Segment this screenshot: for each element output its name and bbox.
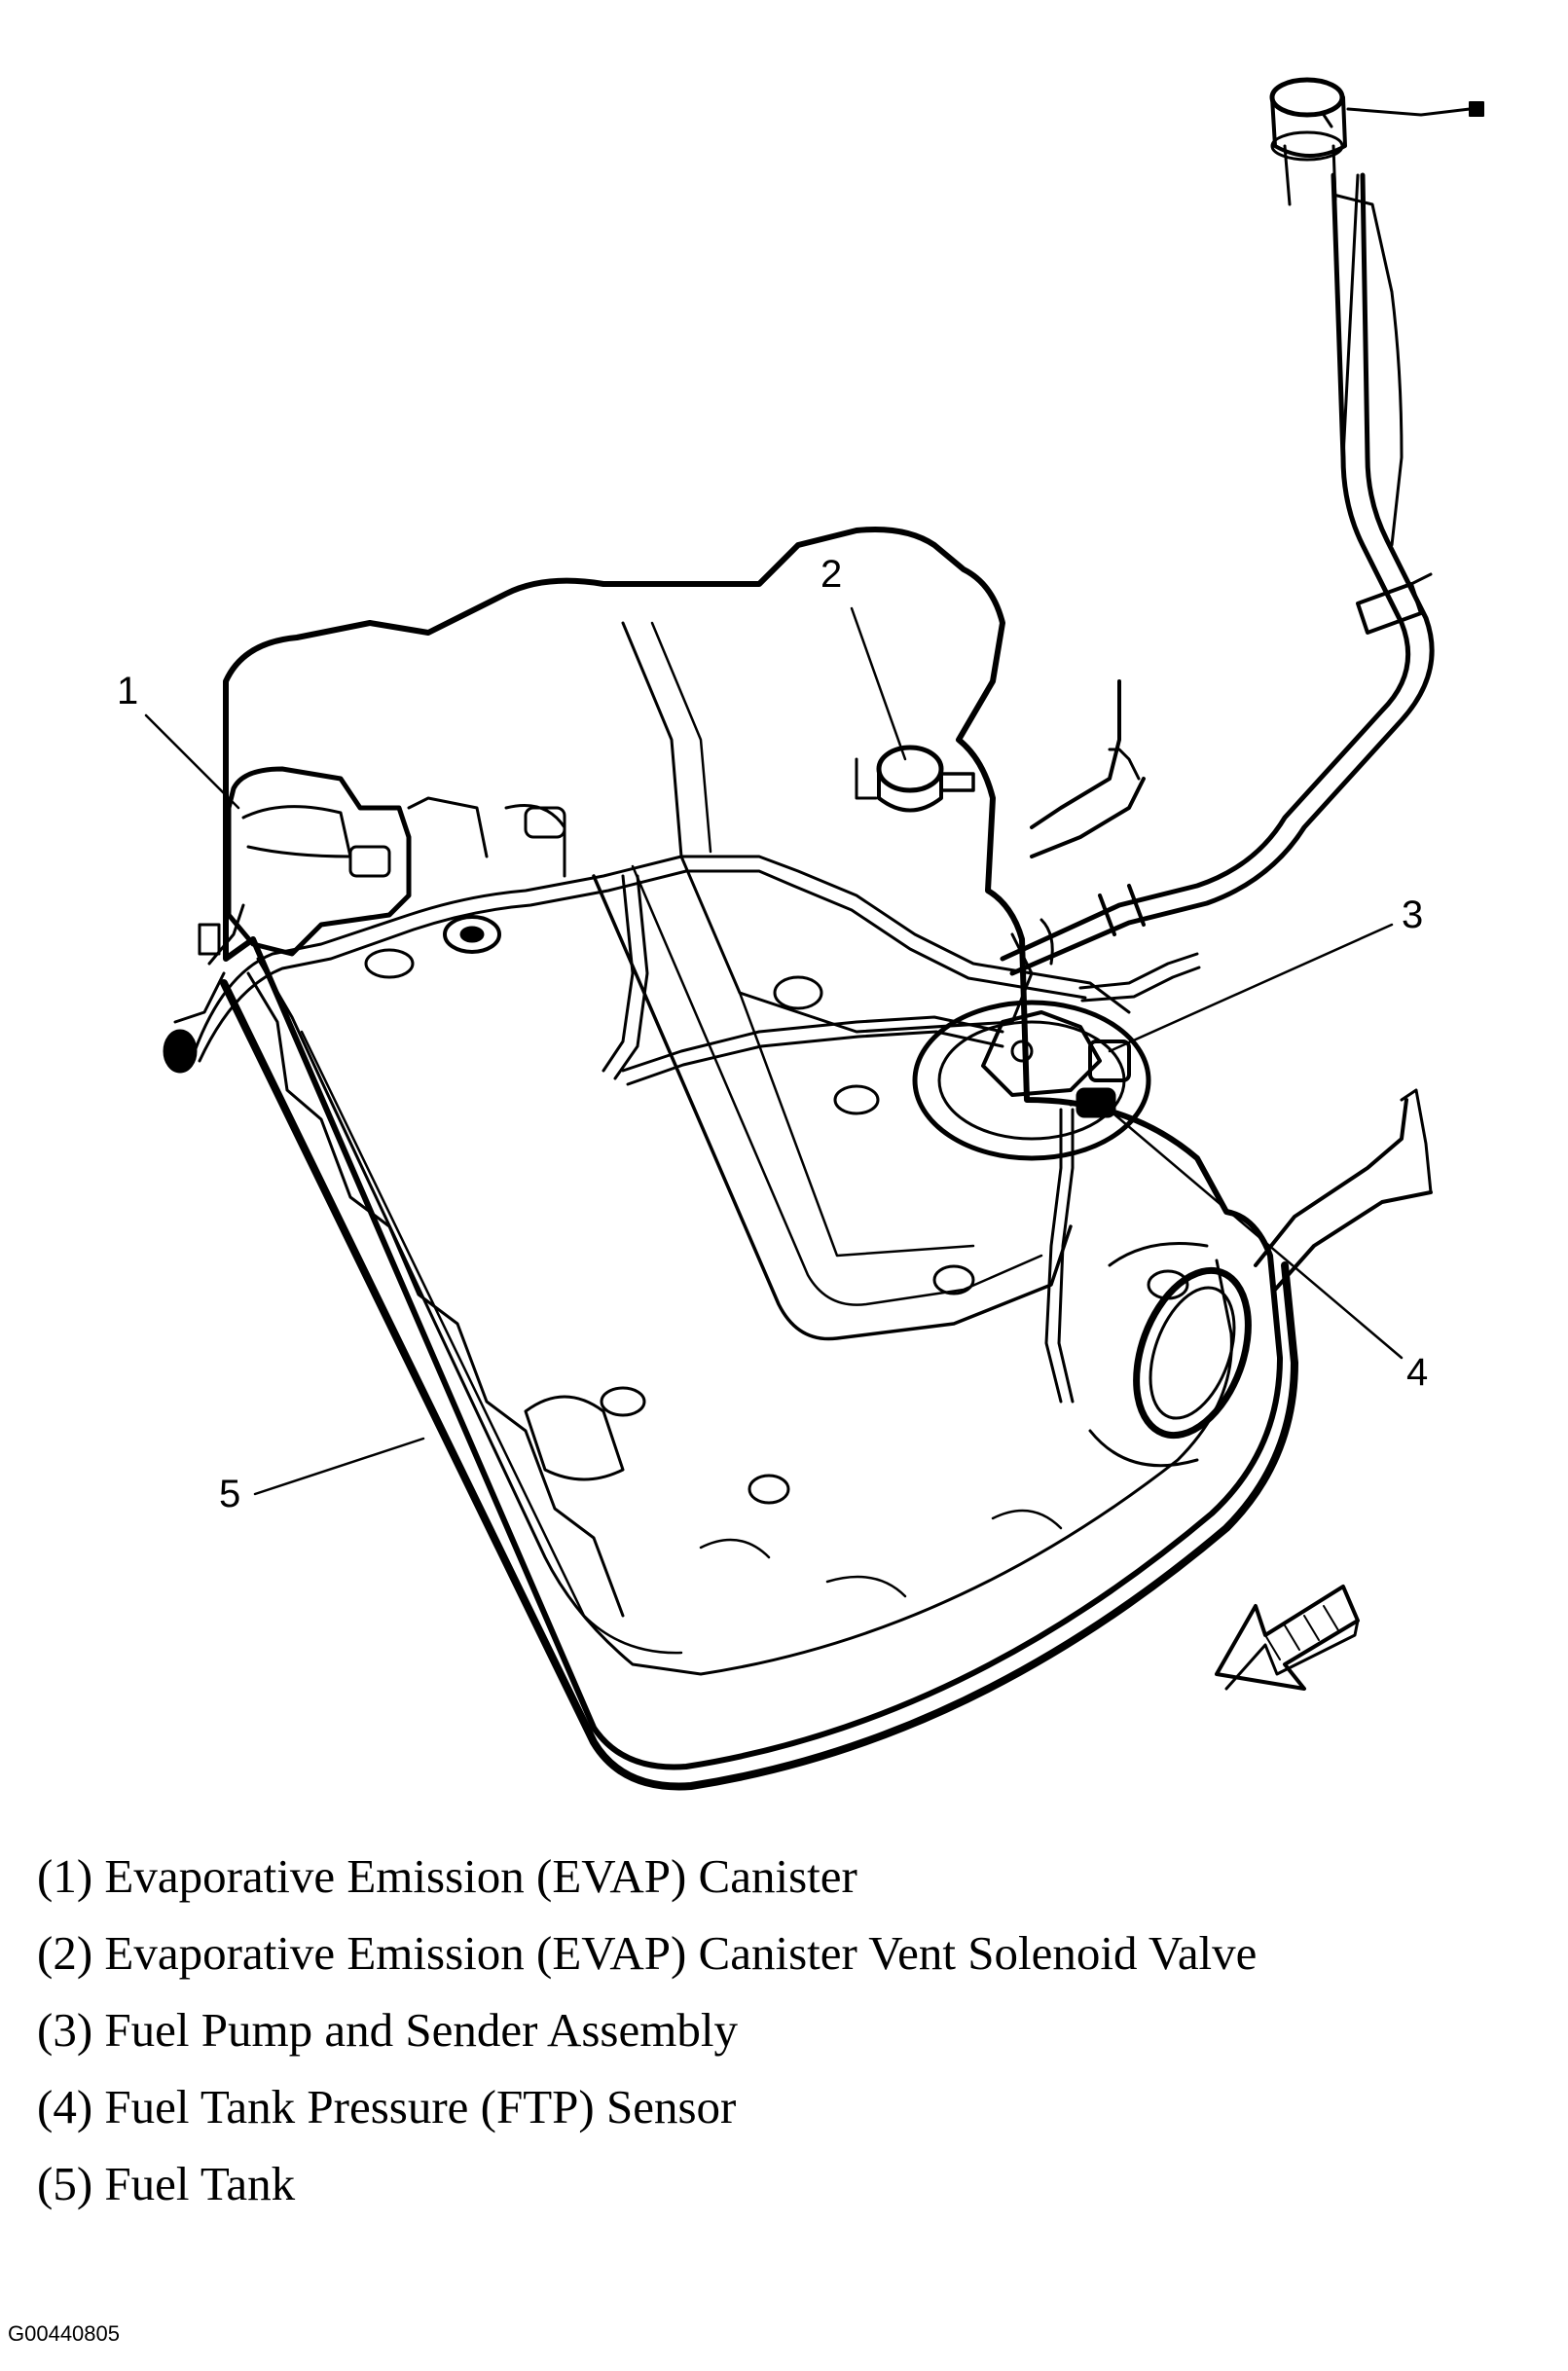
fuel-tank (220, 527, 1433, 1791)
callout-3: 3 (1402, 894, 1424, 936)
legend-item-5: (5) Fuel Tank (37, 2157, 296, 2210)
callout-5: 5 (219, 1473, 241, 1515)
fuel-pump-sender-assembly (912, 1000, 1151, 1161)
fuel-tank-diagram (144, 77, 1484, 1791)
evap-canister (226, 766, 566, 957)
front-direction-arrow (1215, 1585, 1360, 1691)
figure-code: G00440805 (8, 2321, 120, 2346)
filler-pipe (1000, 77, 1484, 976)
legend-item-1: (1) Evaporative Emission (EVAP) Canister (37, 1849, 857, 1903)
callout-1: 1 (117, 670, 139, 712)
legend-item-2: (2) Evaporative Emission (EVAP) Canister… (37, 1926, 1258, 1980)
leader-lines (144, 606, 1404, 1496)
legend-item-3: (3) Fuel Pump and Sender Assembly (37, 2003, 738, 2057)
evap-vent-solenoid-valve (855, 745, 975, 813)
callout-4: 4 (1406, 1351, 1429, 1394)
callout-2: 2 (820, 553, 843, 596)
legend-item-4: (4) Fuel Tank Pressure (FTP) Sensor (37, 2080, 737, 2134)
ftp-sensor (1069, 1087, 1116, 1118)
fuel-lines (163, 845, 1201, 1404)
component-legend: (1) Evaporative Emission (EVAP) Canister… (37, 1838, 1555, 2222)
